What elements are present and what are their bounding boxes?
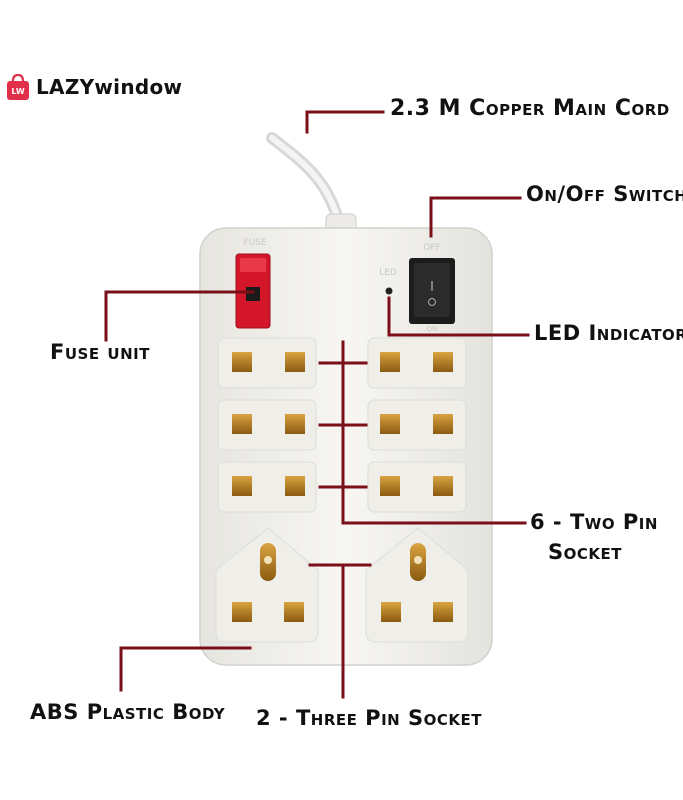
cord-leader — [305, 110, 385, 134]
two-pin-socket — [217, 461, 317, 513]
switch-leader — [429, 196, 522, 238]
two-pin-socket — [217, 337, 317, 389]
leader-lines — [104, 110, 530, 699]
fuse-cap — [240, 258, 266, 272]
fuse-text: FUSE — [243, 238, 266, 248]
switch-off-text: OFF — [423, 243, 440, 253]
two-pin-label-line1: 6 - Two Pin — [530, 510, 658, 534]
two-pin-socket — [367, 337, 467, 389]
three-pin-label: 2 - Three Pin Socket — [256, 706, 483, 730]
brand-name: LAZYwindow — [36, 75, 183, 99]
shopping-bag-icon: LW — [7, 73, 29, 100]
fuse-label: Fuse unit — [50, 340, 150, 364]
two-pin-leader — [341, 340, 527, 525]
body-leader — [119, 646, 252, 692]
two-pin-label-line2: Socket — [548, 540, 622, 564]
led-text: LED — [379, 268, 397, 278]
three-pin-socket — [215, 527, 319, 643]
brand-icon-letters: LW — [11, 87, 24, 96]
switch-label: On/Off Switch — [526, 182, 683, 206]
led-leader — [387, 296, 530, 337]
two-pin-socket — [367, 399, 467, 451]
led-indicator — [385, 287, 393, 295]
two-pin-socket — [217, 399, 317, 451]
fuse-leader — [104, 290, 255, 342]
led-label: LED Indicator — [534, 321, 683, 345]
two-pin-socket — [367, 461, 467, 513]
fuse-slot — [246, 287, 260, 301]
body-label: ABS Plastic Body — [30, 700, 226, 724]
brand-logo: LW LAZYwindow — [4, 72, 182, 102]
switch-on-text: ON — [427, 325, 438, 333]
three-pin-socket — [365, 527, 469, 643]
cord-label: 2.3 M Copper Main Cord — [390, 96, 670, 121]
